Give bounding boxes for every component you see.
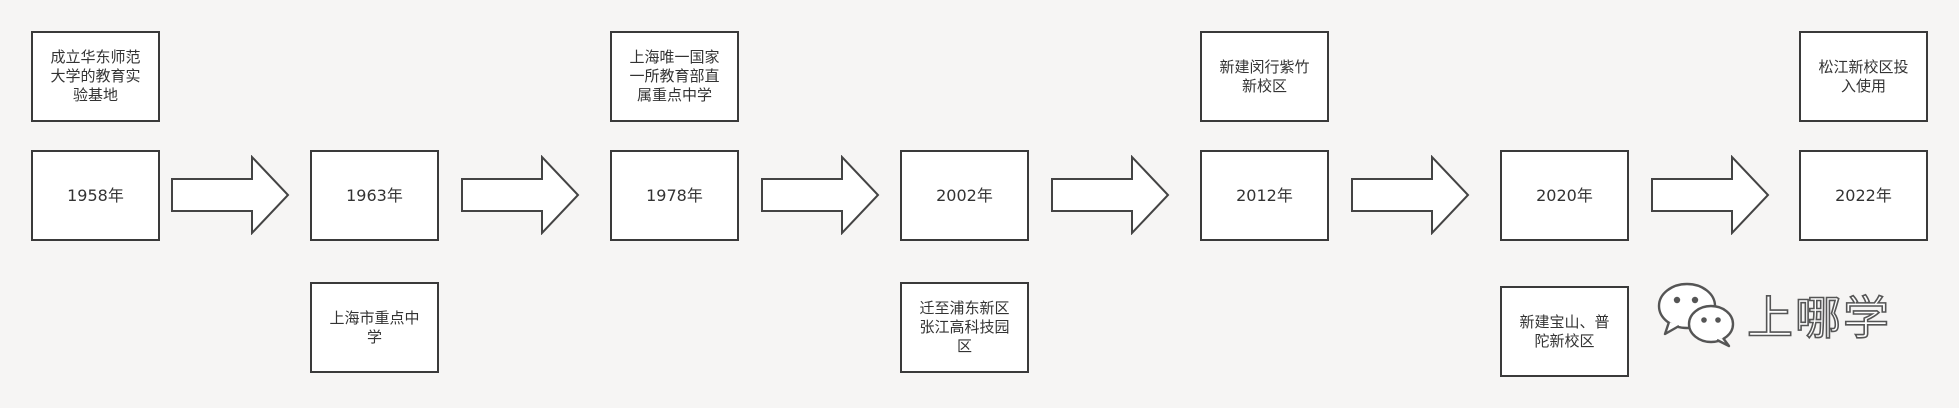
- year-box-2012: 2012年: [1200, 150, 1329, 241]
- wechat-icon: [1657, 282, 1735, 348]
- year-label-2012: 2012年: [1236, 186, 1293, 205]
- event-box-1958: 成立华东师范大学的教育实验基地: [31, 31, 160, 122]
- year-label-2020: 2020年: [1536, 186, 1593, 205]
- event-box-1963: 上海市重点中学: [310, 282, 439, 373]
- event-box-2020: 新建宝山、普陀新校区: [1500, 286, 1629, 377]
- arrow-right-icon: [1050, 155, 1170, 235]
- event-label-2020: 新建宝山、普陀新校区: [1519, 312, 1610, 350]
- event-label-2002: 迁至浦东新区张江高科技园区: [919, 299, 1010, 355]
- event-box-1978: 上海唯一国家一所教育部直属重点中学: [610, 31, 739, 122]
- arrow-right-icon: [1350, 155, 1470, 235]
- event-label-1978: 上海唯一国家一所教育部直属重点中学: [629, 48, 720, 104]
- event-box-2012: 新建闵行紫竹新校区: [1200, 31, 1329, 122]
- year-box-1978: 1978年: [610, 150, 739, 241]
- year-box-2002: 2002年: [900, 150, 1029, 241]
- event-label-1963: 上海市重点中学: [329, 308, 420, 346]
- year-label-1958: 1958年: [67, 186, 124, 205]
- event-label-2022: 松江新校区投入使用: [1818, 57, 1909, 95]
- arrow-right-icon: [460, 155, 580, 235]
- year-label-2002: 2002年: [936, 186, 993, 205]
- event-label-2012: 新建闵行紫竹新校区: [1219, 57, 1310, 95]
- year-label-1963: 1963年: [346, 186, 403, 205]
- year-label-1978: 1978年: [646, 186, 703, 205]
- event-label-1958: 成立华东师范大学的教育实验基地: [50, 48, 141, 104]
- watermark-text: 上哪学: [1746, 290, 1891, 346]
- watermark: 上哪学: [1655, 272, 1905, 352]
- arrow-right-icon: [170, 155, 290, 235]
- year-label-2022: 2022年: [1835, 186, 1892, 205]
- year-box-2020: 2020年: [1500, 150, 1629, 241]
- event-box-2022: 松江新校区投入使用: [1799, 31, 1928, 122]
- arrow-right-icon: [1650, 155, 1770, 235]
- arrow-right-icon: [760, 155, 880, 235]
- year-box-1958: 1958年: [31, 150, 160, 241]
- year-box-1963: 1963年: [310, 150, 439, 241]
- event-box-2002: 迁至浦东新区张江高科技园区: [900, 282, 1029, 373]
- year-box-2022: 2022年: [1799, 150, 1928, 241]
